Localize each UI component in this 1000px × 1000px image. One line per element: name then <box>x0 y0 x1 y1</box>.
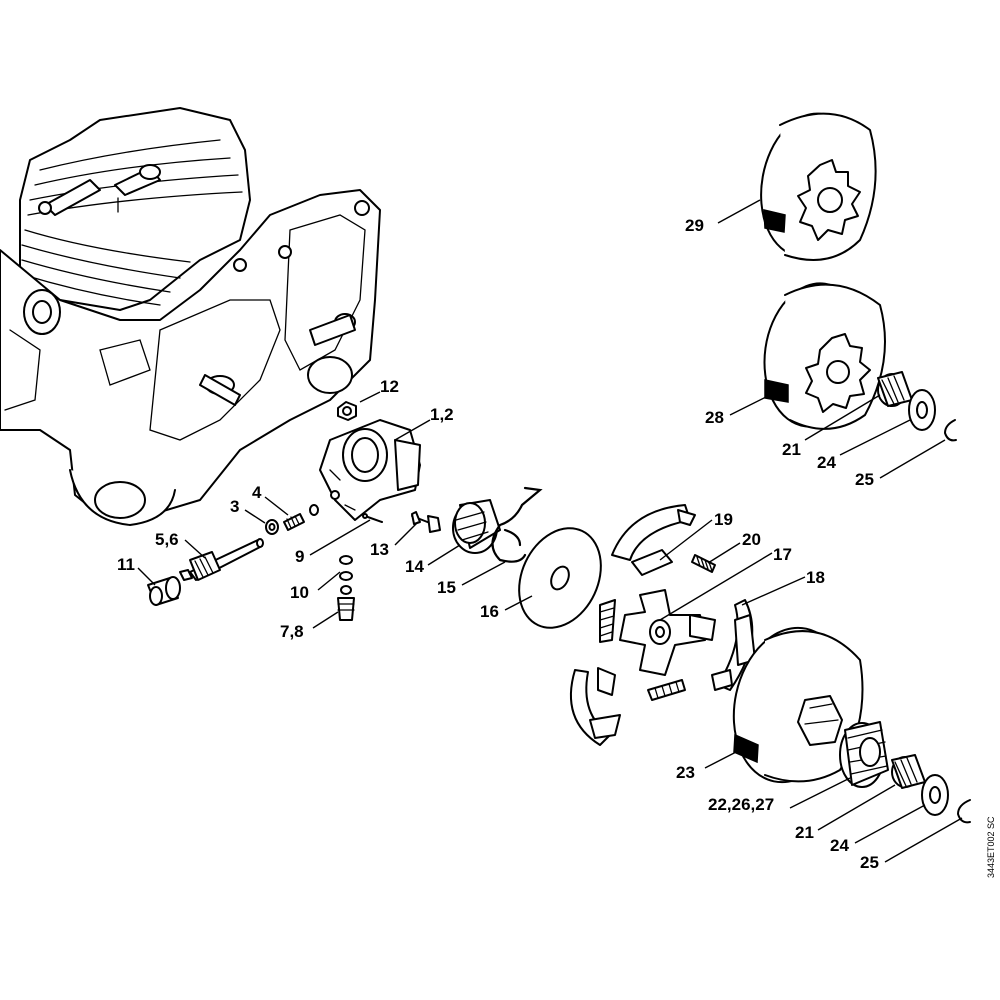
clutch-drum-29 <box>760 112 877 261</box>
clutch-shoe-19 <box>611 504 696 561</box>
callout-15: 15 <box>437 578 456 597</box>
leader-lines <box>137 199 963 863</box>
leader-24a <box>839 419 911 456</box>
drawing-id: 3443ET002 SC <box>986 816 996 878</box>
leader-4 <box>264 496 289 516</box>
leader-21a <box>804 394 881 441</box>
clutch-shoe-lower-left <box>569 667 621 746</box>
leader-29 <box>717 199 761 224</box>
leader-28 <box>729 394 771 416</box>
leader-20 <box>707 542 741 564</box>
leader-19 <box>659 519 713 561</box>
callout-23: 23 <box>676 763 695 782</box>
callout-29: 29 <box>685 216 704 235</box>
callout-25-upper: 25 <box>855 470 874 489</box>
worm-gear-14 <box>452 499 501 554</box>
callout-1-2: 1,2 <box>430 405 454 424</box>
washer-24-upper <box>908 389 936 431</box>
needle-cage-21-upper <box>877 371 913 407</box>
pin-9 <box>362 513 383 523</box>
nut-12 <box>337 401 357 421</box>
callout-9: 9 <box>295 547 304 566</box>
leader-21b <box>817 784 896 831</box>
sprocket-29 <box>797 159 861 241</box>
leader-23 <box>704 749 741 769</box>
spring-20 <box>691 554 716 573</box>
leader-17 <box>659 552 773 621</box>
rim-sprocket-22-26-27 <box>839 721 889 788</box>
engine-crankcase <box>0 107 381 526</box>
spring-4 <box>283 504 319 531</box>
spring-clutch-left <box>599 599 616 643</box>
leader-9 <box>309 519 371 556</box>
callout-16: 16 <box>480 602 499 621</box>
callout-22-26-27: 22,26,27 <box>708 795 774 814</box>
callout-19: 19 <box>714 510 733 529</box>
leader-10 <box>317 571 341 591</box>
callout-24-lower: 24 <box>830 836 849 855</box>
callout-24-upper: 24 <box>817 453 836 472</box>
spring-clip-15 <box>491 486 543 563</box>
callout-11: 11 <box>117 555 135 574</box>
leader-1-2 <box>394 419 431 441</box>
callout-21-upper: 21 <box>782 440 801 459</box>
leader-18 <box>741 576 806 606</box>
disc-16 <box>518 527 602 629</box>
callout-10: 10 <box>290 583 309 602</box>
callout-18: 18 <box>806 568 825 587</box>
callout-17: 17 <box>773 545 792 564</box>
callout-28: 28 <box>705 408 724 427</box>
leader-11 <box>137 567 156 586</box>
leader-16 <box>504 595 533 611</box>
callout-5-6: 5,6 <box>155 530 179 549</box>
leader-5-6 <box>184 539 206 559</box>
e-clip-25-lower <box>957 799 971 824</box>
clutch-shoe-18 <box>711 599 756 691</box>
leader-14 <box>427 544 461 566</box>
clutch-carrier-17 <box>619 589 716 676</box>
callout-21-lower: 21 <box>795 823 814 842</box>
leader-25a <box>879 439 946 479</box>
callout-12: 12 <box>380 377 399 396</box>
leader-25b <box>884 817 963 863</box>
clutch-drum-23 <box>732 626 864 784</box>
callout-4: 4 <box>252 483 262 502</box>
callout-labels: 29 28 21 24 25 12 1,2 3 4 5,6 11 9 13 10… <box>117 216 879 872</box>
clutch-block-19 <box>631 549 673 576</box>
leader-24b <box>854 804 926 844</box>
bushing-11 <box>147 576 181 606</box>
screw-13 <box>411 511 441 533</box>
callout-25-lower: 25 <box>860 853 879 872</box>
o-rings-10 <box>339 555 353 581</box>
valve-7-8 <box>337 585 355 621</box>
washer-24-lower <box>921 774 949 816</box>
leader-7-8 <box>312 611 339 629</box>
callout-20: 20 <box>742 530 761 549</box>
leader-15 <box>461 561 506 586</box>
clutch-drum-28 <box>763 282 886 430</box>
callout-14: 14 <box>405 557 424 576</box>
o-ring-3 <box>265 519 279 535</box>
leader-3 <box>244 509 266 524</box>
callout-13: 13 <box>370 540 389 559</box>
leader-13 <box>394 521 419 546</box>
worm-shaft-5-6 <box>179 538 264 581</box>
spring-clutch-bottom <box>647 679 686 701</box>
oil-pump-housing <box>319 419 421 521</box>
sprocket-28 <box>805 333 871 413</box>
callout-7-8: 7,8 <box>280 622 304 641</box>
rim-sprocket-inner <box>797 695 843 746</box>
callout-3: 3 <box>230 497 239 516</box>
e-clip-25-upper <box>944 419 957 442</box>
leader-12 <box>359 391 381 403</box>
leader-22-26-27 <box>789 777 851 809</box>
needle-cage-21-lower <box>891 754 926 789</box>
